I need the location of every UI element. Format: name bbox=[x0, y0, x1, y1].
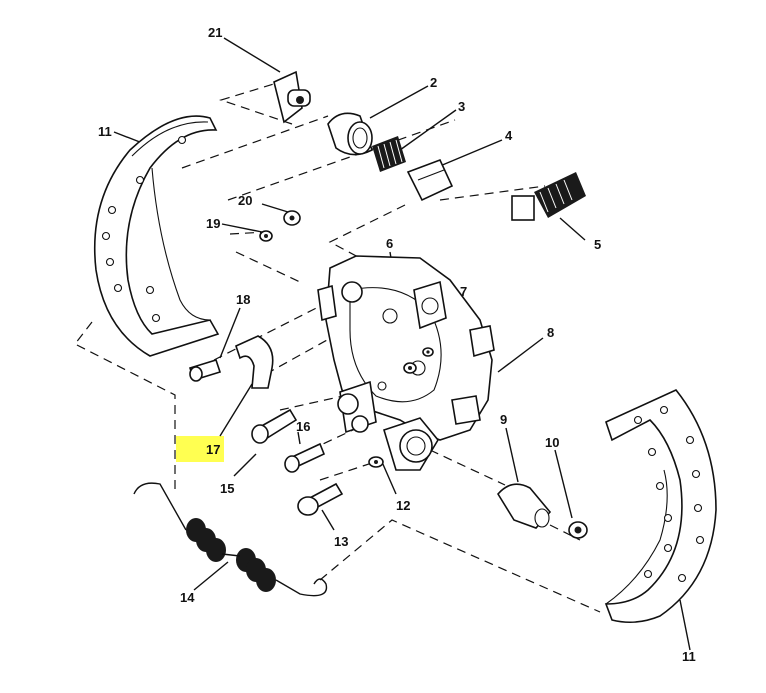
label-7: 7 bbox=[460, 284, 467, 299]
label-6: 6 bbox=[386, 236, 393, 251]
label-19: 19 bbox=[206, 216, 220, 231]
housing-cap bbox=[406, 158, 454, 202]
label-8: 8 bbox=[547, 325, 554, 340]
label-4: 4 bbox=[505, 128, 513, 143]
spring-adjuster bbox=[511, 172, 586, 221]
fasteners-6-7 bbox=[403, 347, 434, 374]
label-20: 20 bbox=[238, 193, 252, 208]
washer-nut bbox=[259, 210, 301, 242]
return-spring bbox=[133, 482, 328, 597]
brake-shoe-right bbox=[604, 389, 717, 624]
brake-shoe-left bbox=[93, 115, 220, 357]
highlight-label-17 bbox=[176, 436, 224, 462]
label-5: 5 bbox=[594, 237, 601, 252]
label-11-right: 11 bbox=[682, 649, 696, 664]
label-21: 21 bbox=[208, 25, 222, 40]
label-18: 18 bbox=[236, 292, 250, 307]
callout-labels: 21 2 3 4 11 20 19 5 6 7 18 8 16 9 10 17 … bbox=[98, 25, 696, 664]
label-17: 17 bbox=[206, 442, 220, 457]
label-14: 14 bbox=[180, 590, 195, 605]
assembly-guide-lines bbox=[74, 79, 601, 613]
label-16: 16 bbox=[296, 419, 310, 434]
cam-bracket bbox=[273, 70, 311, 124]
label-11-left: 11 bbox=[98, 124, 112, 139]
label-13: 13 bbox=[334, 534, 348, 549]
plunger-9-ring-10 bbox=[497, 483, 588, 539]
pin-15-bolt-16 bbox=[251, 408, 326, 473]
bolt-18-clip-17 bbox=[188, 335, 274, 389]
label-2: 2 bbox=[430, 75, 437, 90]
threaded-sleeve bbox=[372, 136, 406, 172]
label-10: 10 bbox=[545, 435, 559, 450]
label-3: 3 bbox=[458, 99, 465, 114]
label-12: 12 bbox=[396, 498, 410, 513]
label-9: 9 bbox=[500, 412, 507, 427]
backing-plate bbox=[317, 255, 495, 471]
washer-12-bolt-13 bbox=[297, 456, 384, 516]
label-15: 15 bbox=[220, 481, 234, 496]
adjuster-cone bbox=[327, 112, 373, 156]
